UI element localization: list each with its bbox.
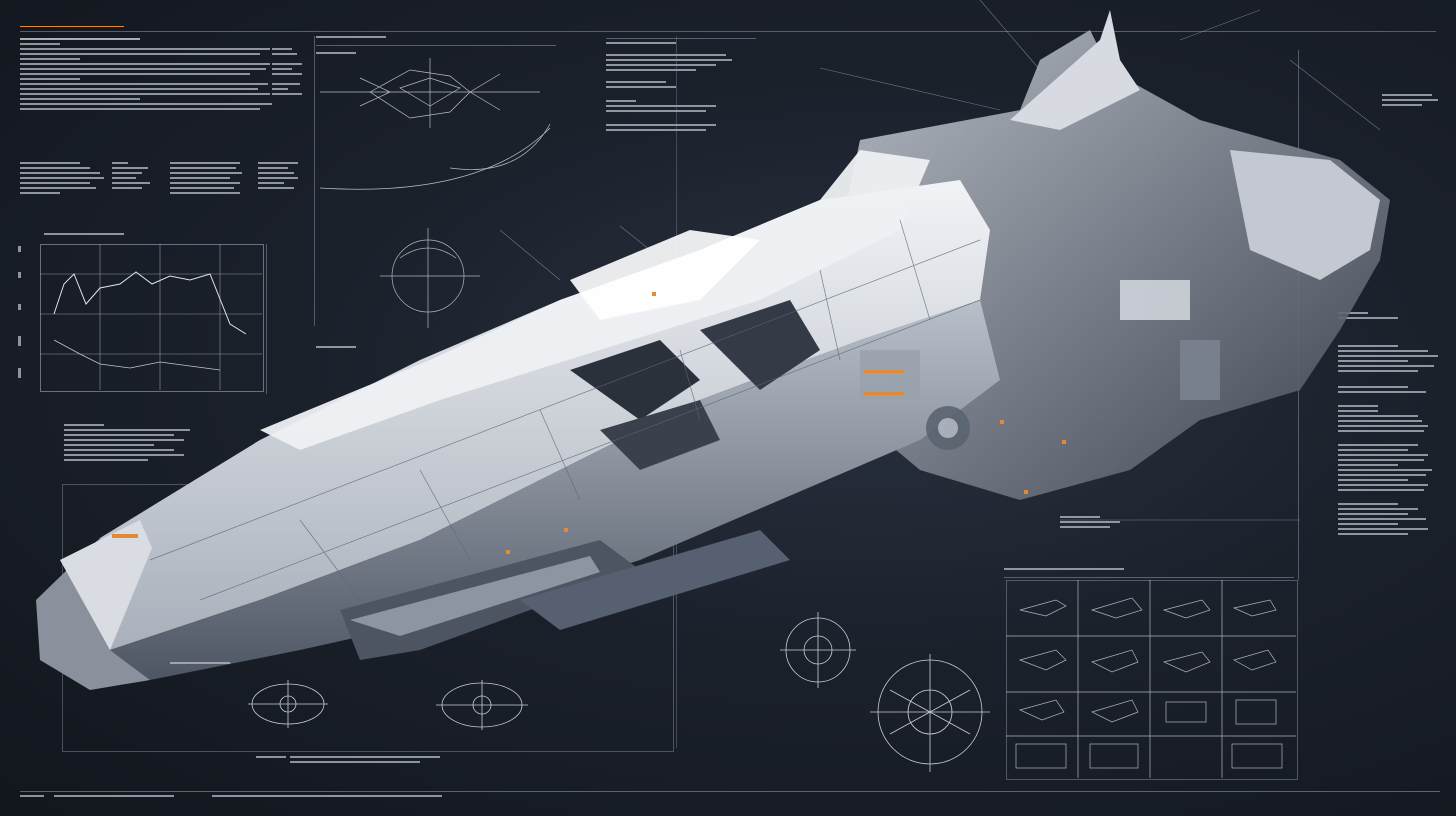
graph-frame [40,244,264,392]
parts-grid-frame [1006,580,1298,780]
upper-notes [606,42,736,134]
parts-grid-header [1004,568,1124,573]
bottom-rule [20,791,1440,792]
crosshair-reticle-icon [780,612,856,688]
footer-block-1 [20,795,44,800]
data-column-2 [112,162,162,192]
parts-grid-rule [1004,577,1294,578]
right-notes-2 [1338,312,1438,538]
callout-bottom-1 [256,756,286,761]
footer-block-2 [54,795,174,800]
upper-notes-rule [606,38,756,39]
parts-table [64,424,190,464]
sketch-divider [314,36,315,326]
title-accent-rule [20,26,124,27]
callout-bottom-2 [290,756,440,766]
graph-header [44,233,124,238]
spec-text-block [20,38,272,113]
turret-detail-icon-2 [436,680,528,730]
footer-block-3 [212,795,442,800]
left-ruler [18,246,22,381]
right-notes-1 [1382,94,1442,109]
sketch-header-rule [316,45,556,46]
performance-graph [40,244,262,390]
spec-text-block-2 [272,38,302,98]
top-rule [20,31,1436,32]
hull-section-circle [380,228,480,328]
parts-detail-grid [1006,580,1296,778]
data-column-3 [170,162,245,197]
graph-scale [266,244,267,394]
callout-left [170,662,230,667]
sketch-header [316,36,386,41]
data-column-4 [258,162,303,192]
sketch-subheader [316,52,356,57]
engine-section-icon [870,654,990,772]
data-column-1 [20,162,110,197]
callout-bottom-3 [1060,516,1120,531]
top-view-sketch [319,58,551,190]
turret-detail-icon [248,680,328,728]
callout-mid [316,346,356,351]
